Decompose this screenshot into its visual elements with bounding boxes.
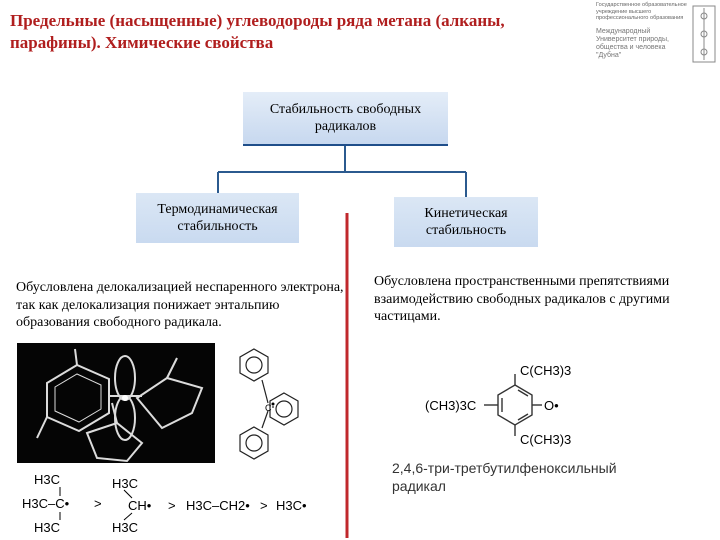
phenoxyl-structure: C(CH3)3 (CH3)3C O• C(CH3)3 [425, 363, 571, 447]
thermodynamic-node-box: Термодинамическая стабильность [136, 193, 299, 243]
radical-stability-series: H3C H3C–C• H3C > H3C CH• H3C > H3C–CH2• … [22, 472, 307, 535]
greater-than-2: > [168, 498, 176, 513]
secondary-center: CH• [128, 498, 152, 513]
logo-university-name: Международный Университет природы, общес… [596, 28, 669, 59]
page-title: Предельные (насыщенные) углеводороды ряд… [10, 11, 505, 52]
root-node-box: Стабильность свободных радикалов [243, 92, 448, 146]
orbital-model-image [17, 343, 215, 463]
phenoxyl-caption: 2,4,6-три-третбутилфеноксильный радикал [392, 460, 617, 494]
phenoxyl-right-group: O• [544, 398, 559, 413]
root-node-label: Стабильность свободных радикалов [269, 102, 422, 134]
orbital-drawing [36, 348, 204, 463]
thermodynamic-node-label: Термодинамическая стабильность [157, 202, 278, 234]
logo-subtitle: Государственное образовательное учрежден… [596, 2, 687, 22]
thermodynamic-description: Обусловлена делокализацией неспаренного … [16, 280, 344, 330]
tertiary-center: H3C–C• [22, 496, 70, 511]
secondary-top-group: H3C [112, 476, 138, 491]
greater-than-1: > [94, 496, 102, 511]
phenoxyl-bottom-group: C(CH3)3 [520, 432, 571, 447]
phenoxyl-left-group: (CH3)3C [425, 398, 476, 413]
logo-emblem-icon [692, 5, 716, 63]
methyl-radical: H3C• [276, 498, 307, 513]
tertiary-top-group: H3C [34, 472, 60, 487]
kinetic-node-label: Кинетическая стабильность [424, 206, 508, 238]
university-logo: Государственное образовательное учрежден… [596, 2, 718, 68]
kinetic-description: Обусловлена пространственными препятстви… [374, 274, 670, 324]
tertiary-bottom-group: H3C [34, 520, 60, 535]
primary-radical: H3C–CH2• [186, 498, 250, 513]
kinetic-node-box: Кинетическая стабильность [394, 197, 538, 247]
triphenylmethyl-center-label: C [265, 403, 272, 413]
greater-than-3: > [260, 498, 268, 513]
secondary-bottom-group: H3C [112, 520, 138, 535]
triphenylmethyl-structure: C [239, 348, 299, 460]
phenoxyl-top-group: C(CH3)3 [520, 363, 571, 378]
